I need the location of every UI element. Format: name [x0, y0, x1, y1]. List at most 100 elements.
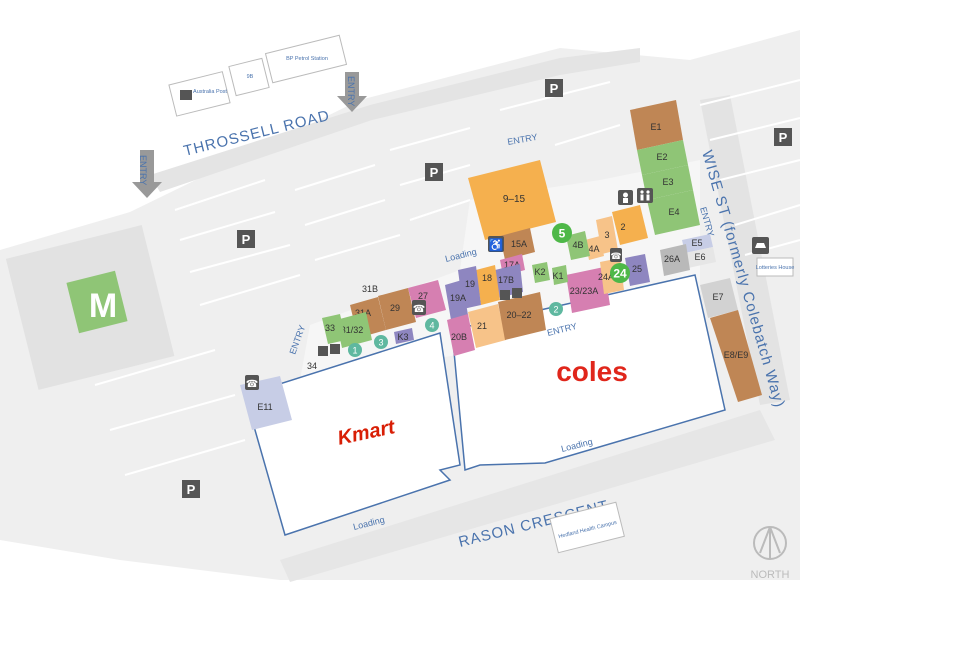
svg-text:18: 18: [482, 273, 492, 283]
svg-text:E1: E1: [650, 122, 661, 132]
svg-text:E2: E2: [656, 152, 667, 162]
rason-crescent-surface: [280, 410, 775, 582]
unit-e7[interactable]: [700, 278, 738, 318]
unit-4b[interactable]: [566, 231, 590, 260]
svg-text:BP Petrol Station: BP Petrol Station: [286, 56, 328, 62]
svg-text:26A: 26A: [664, 254, 680, 264]
svg-text:K3: K3: [397, 332, 408, 342]
svg-text:20B: 20B: [451, 332, 467, 342]
svg-text:29: 29: [390, 303, 400, 313]
poi-9b: 9B: [228, 57, 270, 97]
svg-text:E3: E3: [662, 177, 673, 187]
unit-e6[interactable]: [685, 247, 716, 268]
poi-bp-petrol: BP Petrol Station: [264, 34, 348, 84]
marker-4[interactable]: 4: [425, 318, 439, 332]
unit-18[interactable]: [476, 265, 500, 305]
toilets-icon: [637, 188, 653, 203]
svg-text:20–22: 20–22: [506, 310, 531, 320]
unit-e4[interactable]: [647, 190, 700, 235]
svg-text:31B: 31B: [362, 284, 378, 294]
parking-signs: P P P P P: [182, 79, 792, 498]
svg-text:9–15: 9–15: [503, 194, 526, 205]
unit-4a[interactable]: [585, 236, 604, 260]
svg-text:Lotteries House: Lotteries House: [756, 265, 795, 271]
marker-24[interactable]: 24: [610, 263, 630, 283]
svg-text:E11: E11: [257, 402, 272, 412]
svg-text:☎: ☎: [610, 251, 621, 261]
north-compass-icon: [753, 526, 787, 560]
unit-20-22[interactable]: [498, 292, 546, 340]
svg-text:19A: 19A: [450, 293, 466, 303]
unit-k2[interactable]: [532, 262, 550, 283]
svg-text:P: P: [242, 232, 251, 247]
baby-change-icon: [618, 190, 633, 205]
phone-icon: ☎: [412, 300, 426, 315]
svg-text:☎: ☎: [246, 379, 258, 390]
coles-logo: coles: [556, 356, 628, 387]
svg-text:17A: 17A: [504, 260, 520, 270]
svg-text:K1: K1: [552, 271, 563, 281]
svg-text:15A: 15A: [511, 239, 527, 249]
unit-19a[interactable]: [445, 280, 468, 320]
wise-street-surface: [700, 95, 790, 405]
svg-text:31/32: 31/32: [341, 325, 364, 335]
phone-icon: ☎: [610, 248, 622, 262]
mcdonalds-building: [66, 270, 128, 334]
unit-33[interactable]: [322, 314, 346, 344]
svg-text:34: 34: [307, 361, 317, 371]
svg-text:25: 25: [632, 264, 642, 274]
unit-29[interactable]: [378, 288, 416, 330]
unit-k3[interactable]: [394, 328, 414, 344]
svg-text:4A: 4A: [588, 244, 599, 254]
unit-21[interactable]: [468, 304, 506, 348]
svg-text:21: 21: [477, 321, 487, 331]
marker-5[interactable]: 5: [552, 223, 572, 243]
unit-25[interactable]: [625, 254, 650, 286]
svg-text:1: 1: [352, 346, 357, 356]
unit-15a[interactable]: [500, 228, 535, 260]
marker-1[interactable]: 1: [348, 343, 362, 357]
svg-text:27: 27: [418, 291, 428, 301]
svg-text:E7: E7: [712, 292, 723, 302]
svg-text:17B: 17B: [498, 275, 514, 285]
unit-20b[interactable]: [447, 314, 475, 356]
phone-icon: ☎: [245, 375, 259, 390]
svg-text:P: P: [779, 130, 788, 145]
svg-text:ENTRY: ENTRY: [138, 155, 148, 185]
parking-sign: [774, 128, 792, 146]
svg-text:23/23A: 23/23A: [570, 286, 599, 296]
accessible-icon: ♿: [488, 236, 504, 252]
svg-text:2: 2: [553, 305, 558, 315]
svg-text:E4: E4: [668, 207, 679, 217]
marker-3[interactable]: 3: [374, 335, 388, 349]
kmart-store: [244, 332, 461, 536]
entry-arrow-icon: [132, 72, 367, 198]
poi-australia-post: Australia Post: [168, 71, 231, 117]
unit-23-23a[interactable]: [566, 267, 610, 313]
unit-e2[interactable]: [637, 140, 688, 175]
parking-sign: [545, 79, 563, 97]
svg-text:24: 24: [613, 267, 627, 281]
unit-9-15[interactable]: [468, 160, 556, 240]
mail-icon: [180, 90, 192, 100]
throssell-road-surface: [150, 48, 640, 192]
unit-k1[interactable]: [552, 265, 568, 285]
unit-26a[interactable]: [660, 244, 690, 276]
svg-text:P: P: [550, 81, 559, 96]
unit-e5[interactable]: [682, 234, 713, 253]
svg-text:3: 3: [378, 338, 383, 348]
unit-e1[interactable]: [630, 100, 683, 150]
svg-text:19: 19: [465, 279, 475, 289]
svg-text:P: P: [430, 165, 439, 180]
marker-2[interactable]: 2: [549, 302, 563, 316]
north-label: NORTH: [751, 569, 790, 581]
parking-sign: [237, 230, 255, 248]
svg-text:4B: 4B: [572, 240, 583, 250]
unit-e3[interactable]: [642, 165, 693, 200]
svg-text:9B: 9B: [247, 74, 254, 80]
unit-2[interactable]: [612, 205, 648, 245]
svg-text:☎: ☎: [413, 304, 425, 315]
svg-text:24A: 24A: [598, 272, 614, 282]
unit-e8e9[interactable]: [710, 310, 762, 402]
